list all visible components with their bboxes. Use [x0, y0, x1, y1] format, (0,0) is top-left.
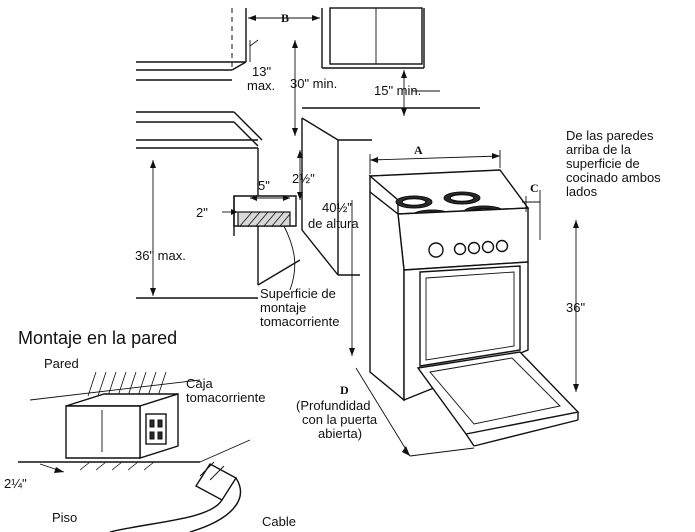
- label-5-inches: 5": [258, 178, 270, 193]
- label-2-half: 2½": [292, 171, 315, 186]
- label-depth-3: abierta): [318, 426, 362, 441]
- wall-mount-inset: [18, 371, 251, 532]
- label-walls-1: De las paredes: [566, 128, 654, 143]
- label-pared: Pared: [44, 356, 79, 371]
- dimension-2-half: [297, 150, 303, 200]
- label-b: B: [281, 11, 289, 25]
- dimension-15-min: [401, 70, 440, 116]
- surface-leader: [283, 225, 296, 291]
- label-2-quarter: 2¼": [4, 476, 27, 491]
- label-de-altura: de altura: [308, 216, 359, 231]
- label-surface-2: montaje: [260, 300, 306, 315]
- label-36-max: 36" max.: [135, 248, 186, 263]
- label-c: C: [530, 181, 539, 195]
- label-40-half: 40½": [322, 200, 352, 215]
- upper-cabinet-left: [136, 8, 247, 81]
- label-walls-4: cocinado ambos: [566, 170, 661, 185]
- upper-cabinet-center: [321, 7, 425, 69]
- label-d: D: [340, 383, 349, 397]
- back-wall: [301, 107, 480, 276]
- dimension-c: [522, 190, 541, 240]
- dimension-30-min: [292, 40, 298, 136]
- label-2-inches: 2": [196, 205, 208, 220]
- range-appliance: [368, 169, 580, 447]
- label-13-max: max.: [247, 78, 275, 93]
- label-depth-1: (Profundidad: [296, 398, 370, 413]
- label-walls-3: superficie de: [566, 156, 640, 171]
- dimension-b: [248, 15, 320, 21]
- wall-mount-title: Montaje en la pared: [18, 328, 177, 348]
- label-36-right: 36": [566, 300, 585, 315]
- label-15-min: 15" min.: [374, 83, 421, 98]
- dimension-5: [250, 195, 290, 201]
- dimension-a: [369, 150, 501, 174]
- label-walls-5: lados: [566, 184, 598, 199]
- dimension-13-max: [249, 39, 259, 62]
- label-surface-1: Superficie de: [260, 286, 336, 301]
- dimension-36-max: [150, 160, 156, 296]
- label-caja-1: Caja: [186, 376, 214, 391]
- label-cable: Cable: [262, 514, 296, 529]
- label-30-min: 30" min.: [290, 76, 337, 91]
- label-13-inches: 13": [252, 64, 271, 79]
- dimension-36-right: [573, 220, 579, 392]
- label-depth-2: con la puerta: [302, 412, 378, 427]
- dimension-2: [222, 209, 238, 215]
- label-a: A: [414, 143, 423, 157]
- label-caja-2: tomacorriente: [186, 390, 265, 405]
- label-surface-3: tomacorriente: [260, 314, 339, 329]
- label-piso: Piso: [52, 510, 77, 525]
- label-walls-2: arriba de la: [566, 142, 632, 157]
- receptacle-surface: [233, 195, 297, 236]
- dimension-d: [355, 367, 475, 457]
